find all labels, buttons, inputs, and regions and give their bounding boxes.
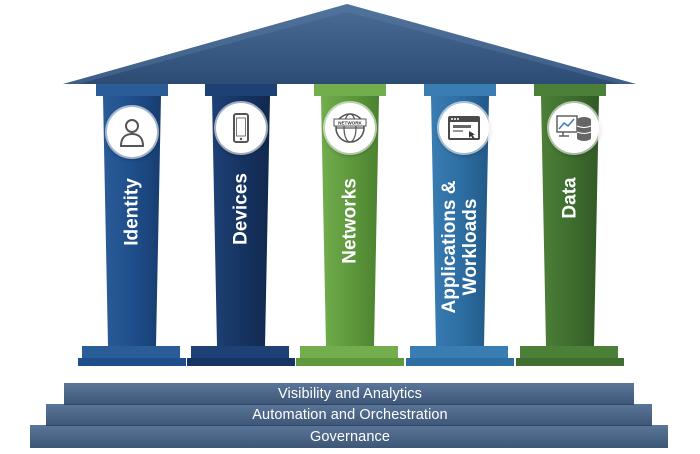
pillar-data xyxy=(516,84,624,366)
temple-roof xyxy=(63,4,636,84)
pillar-devices xyxy=(187,84,295,366)
pillar-title-applications: Applications & Workloads xyxy=(439,180,482,314)
network-globe-icon: NETWORK xyxy=(325,103,375,153)
browser-window-icon xyxy=(439,103,489,153)
smartphone-icon xyxy=(216,103,266,153)
pillar-title-applications-line2: Workloads xyxy=(460,198,481,296)
pillar-title-networks: Networks xyxy=(339,178,361,264)
network-icon-text: NETWORK xyxy=(338,121,362,126)
step-label-automation-orchestration: Automation and Orchestration xyxy=(252,407,448,423)
pillar-identity xyxy=(78,84,186,366)
pillar-networks xyxy=(296,84,404,366)
step-governance xyxy=(30,425,668,448)
pillar-title-devices: Devices xyxy=(230,173,252,245)
pillar-title-applications-line1: Applications & xyxy=(439,180,461,314)
database-chart-icon xyxy=(549,103,599,153)
pillar-title-data: Data xyxy=(559,177,581,219)
step-visibility-analytics xyxy=(64,383,634,405)
person-icon xyxy=(107,107,157,157)
step-automation-orchestration xyxy=(46,404,652,426)
pillar-title-identity: Identity xyxy=(121,178,143,246)
step-label-visibility-analytics: Visibility and Analytics xyxy=(278,386,422,402)
pillar-applications xyxy=(406,84,514,366)
step-label-governance: Governance xyxy=(310,429,390,445)
